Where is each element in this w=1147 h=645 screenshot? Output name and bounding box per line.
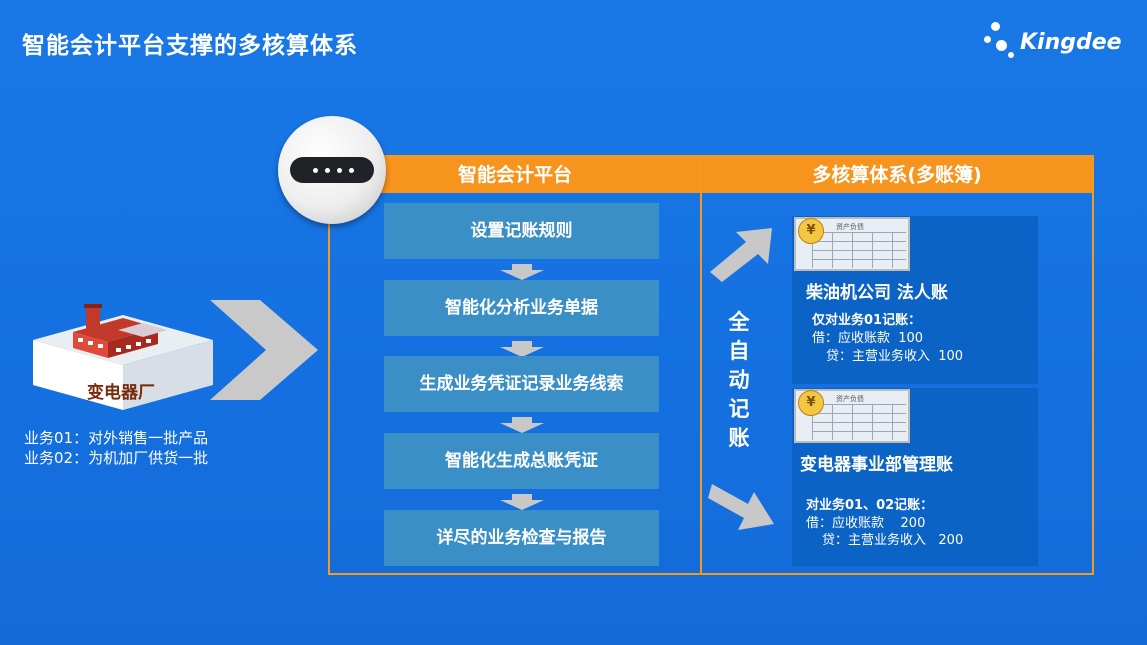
- ledger-grid: [812, 404, 906, 440]
- down-arrow-icon: [512, 417, 532, 423]
- chevron-right-icon: [210, 300, 318, 400]
- robot-eye: [325, 168, 330, 173]
- down-arrow-icon: [512, 264, 532, 270]
- platform-header: 智能会计平台: [330, 157, 700, 193]
- business-item-01: 业务01：对外销售一批产品: [24, 429, 209, 447]
- logo-dot: [996, 40, 1007, 51]
- business-item-02: 业务02：为机加厂供货一批: [24, 449, 209, 467]
- accounting-header: 多核算体系(多账簿): [702, 157, 1092, 193]
- ledger-thumbnail-caption: 资产负债: [836, 395, 864, 403]
- auto-record-label: 全 自 动 记 账: [724, 308, 754, 453]
- robot-eye: [313, 168, 318, 173]
- auto-char: 自: [728, 339, 750, 363]
- robot-eye: [349, 168, 354, 173]
- down-arrow-icon: [500, 270, 544, 280]
- logo-wordmark: Kingdee: [1020, 30, 1122, 55]
- ledger-subtitle-1: 仅对业务01记账：: [812, 313, 922, 328]
- auto-char: 账: [728, 426, 750, 450]
- factory-label: 变电器厂: [87, 383, 155, 403]
- platform-frame: [328, 155, 1094, 575]
- yen-icon: ¥: [798, 218, 824, 244]
- ledger-credit-2: 贷：主营业务收入 200: [822, 533, 964, 548]
- kingdee-logo: Kingdee: [982, 20, 1122, 66]
- ledger-title-1: 柴油机公司 法人账: [806, 283, 948, 303]
- logo-dot: [984, 36, 991, 43]
- auto-char: 动: [728, 368, 750, 392]
- down-arrow-icon: [512, 494, 532, 500]
- down-arrow-icon: [500, 423, 544, 433]
- business-list: 业务01：对外销售一批产品 业务02：为机加厂供货一批: [24, 428, 208, 468]
- ledger-thumbnail-caption: 资产负债: [836, 223, 864, 231]
- logo-dot: [991, 22, 1000, 31]
- logo-dot: [1008, 52, 1014, 58]
- ledger-title-2: 变电器事业部管理账: [800, 455, 953, 475]
- step-1: 设置记账规则: [384, 203, 659, 259]
- down-arrow-icon: [500, 347, 544, 357]
- arrow-down-right-icon: [708, 484, 774, 530]
- auto-char: 记: [728, 397, 750, 421]
- slide-title: 智能会计平台支撑的多核算体系: [22, 33, 358, 59]
- step-2: 智能化分析业务单据: [384, 280, 659, 336]
- down-arrow-icon: [512, 341, 532, 347]
- factory-illustration: [33, 304, 213, 410]
- step-3: 生成业务凭证记录业务线索: [384, 356, 659, 412]
- ledger-grid: [812, 232, 906, 268]
- frame-divider: [700, 155, 702, 575]
- down-arrow-icon: [500, 500, 544, 510]
- robot-eye: [337, 168, 342, 173]
- ledger-debit-1: 借：应收账款 100: [812, 331, 924, 346]
- ledger-subtitle-2: 对业务01、02记账：: [806, 498, 934, 513]
- auto-char: 全: [728, 310, 750, 334]
- robot-visor: [290, 157, 374, 183]
- step-5: 详尽的业务检查与报告: [384, 510, 659, 566]
- ledger-debit-2: 借：应收账款 200: [806, 516, 926, 531]
- ledger-credit-1: 贷：主营业务收入 100: [826, 349, 964, 364]
- step-4: 智能化生成总账凭证: [384, 433, 659, 489]
- yen-icon: ¥: [798, 390, 824, 416]
- arrow-up-right-icon: [710, 228, 772, 282]
